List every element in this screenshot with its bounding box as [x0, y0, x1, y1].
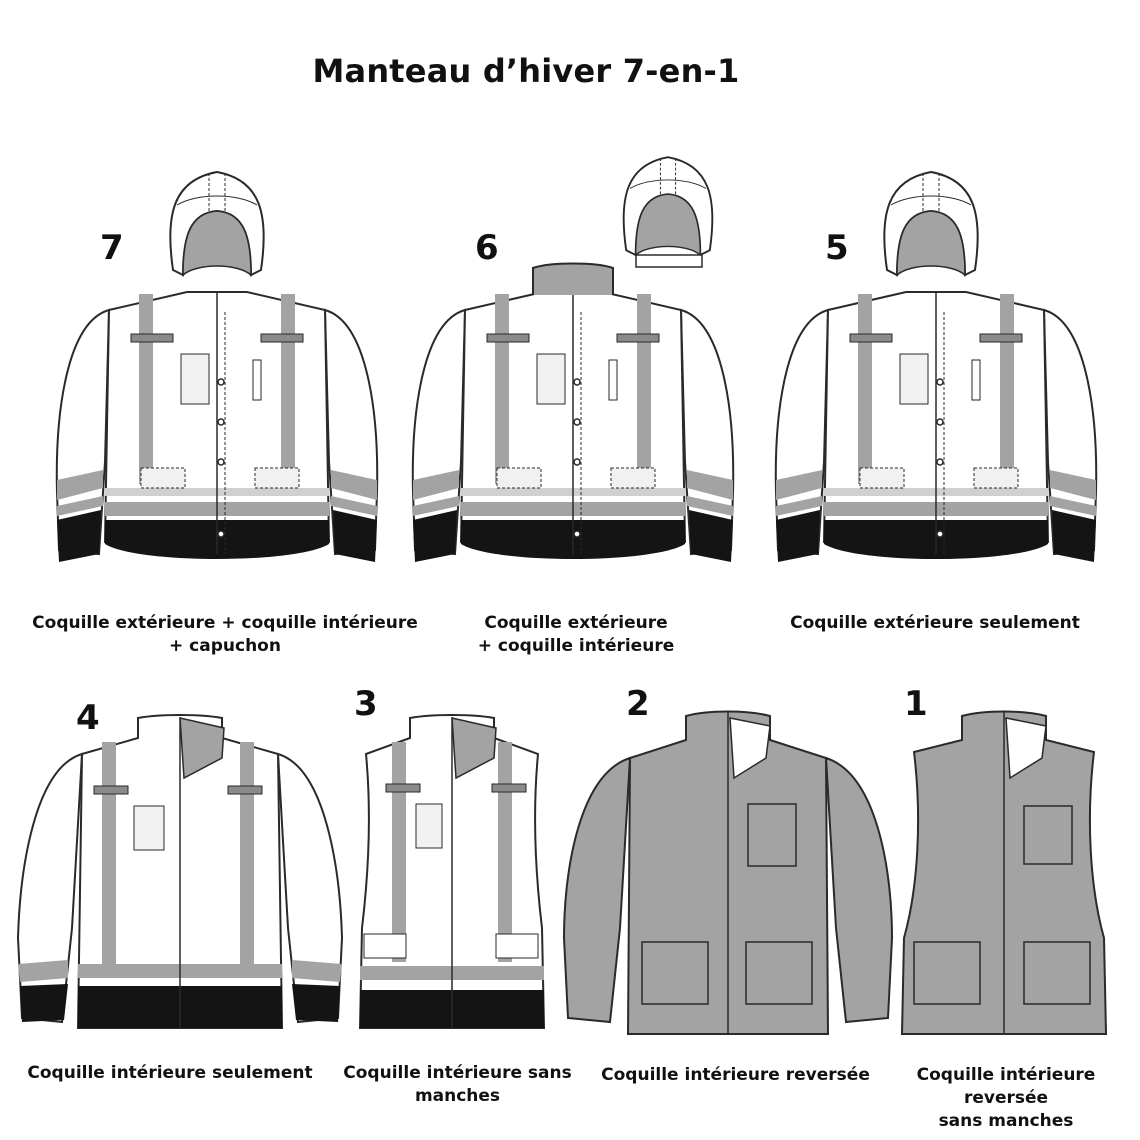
caption-5: Coquille extérieure seulement [770, 612, 1100, 635]
caption-3: Coquille intérieure sans manches [330, 1062, 585, 1108]
outer-shell-with-hood-icon [774, 171, 1098, 563]
reversed-jacket-icon [563, 710, 893, 1035]
inner-jacket-icon [17, 714, 343, 1029]
option-number-2: 2 [626, 684, 650, 724]
caption-line: manches [414, 1086, 501, 1106]
caption-line: Coquille intérieure seulement [27, 1063, 313, 1083]
option-number-6: 6 [475, 228, 499, 268]
caption-line: + capuchon [169, 636, 281, 656]
caption-line: Coquille intérieure sans [343, 1063, 572, 1083]
caption-line: Coquille intérieure reversée [916, 1065, 1096, 1108]
caption-line: Coquille extérieure [484, 613, 668, 633]
caption-7: Coquille extérieure + coquille intérieur… [20, 612, 430, 658]
option-number-5: 5 [825, 228, 849, 268]
caption-line: sans manches [938, 1111, 1074, 1131]
inner-vest-icon [359, 714, 545, 1029]
option-number-3: 3 [354, 684, 378, 724]
option-number-1: 1 [904, 684, 928, 724]
caption-4: Coquille intérieure seulement [20, 1062, 320, 1085]
option-number-7: 7 [100, 228, 124, 268]
caption-1: Coquille intérieure reversée sans manche… [876, 1064, 1136, 1133]
caption-line: Coquille extérieure seulement [790, 613, 1080, 633]
jacket-with-detached-hood-icon [411, 156, 735, 563]
reversed-vest-icon [901, 710, 1107, 1035]
caption-line: Coquille extérieure + coquille intérieur… [32, 613, 418, 633]
caption-6: Coquille extérieure + coquille intérieur… [416, 612, 736, 658]
option-number-4: 4 [76, 698, 100, 738]
caption-line: Coquille intérieure reversée [601, 1065, 870, 1085]
caption-line: + coquille intérieure [477, 636, 675, 656]
page-title: Manteau d’hiver 7-en-1 [312, 52, 740, 90]
caption-2: Coquille intérieure reversée [598, 1064, 873, 1087]
